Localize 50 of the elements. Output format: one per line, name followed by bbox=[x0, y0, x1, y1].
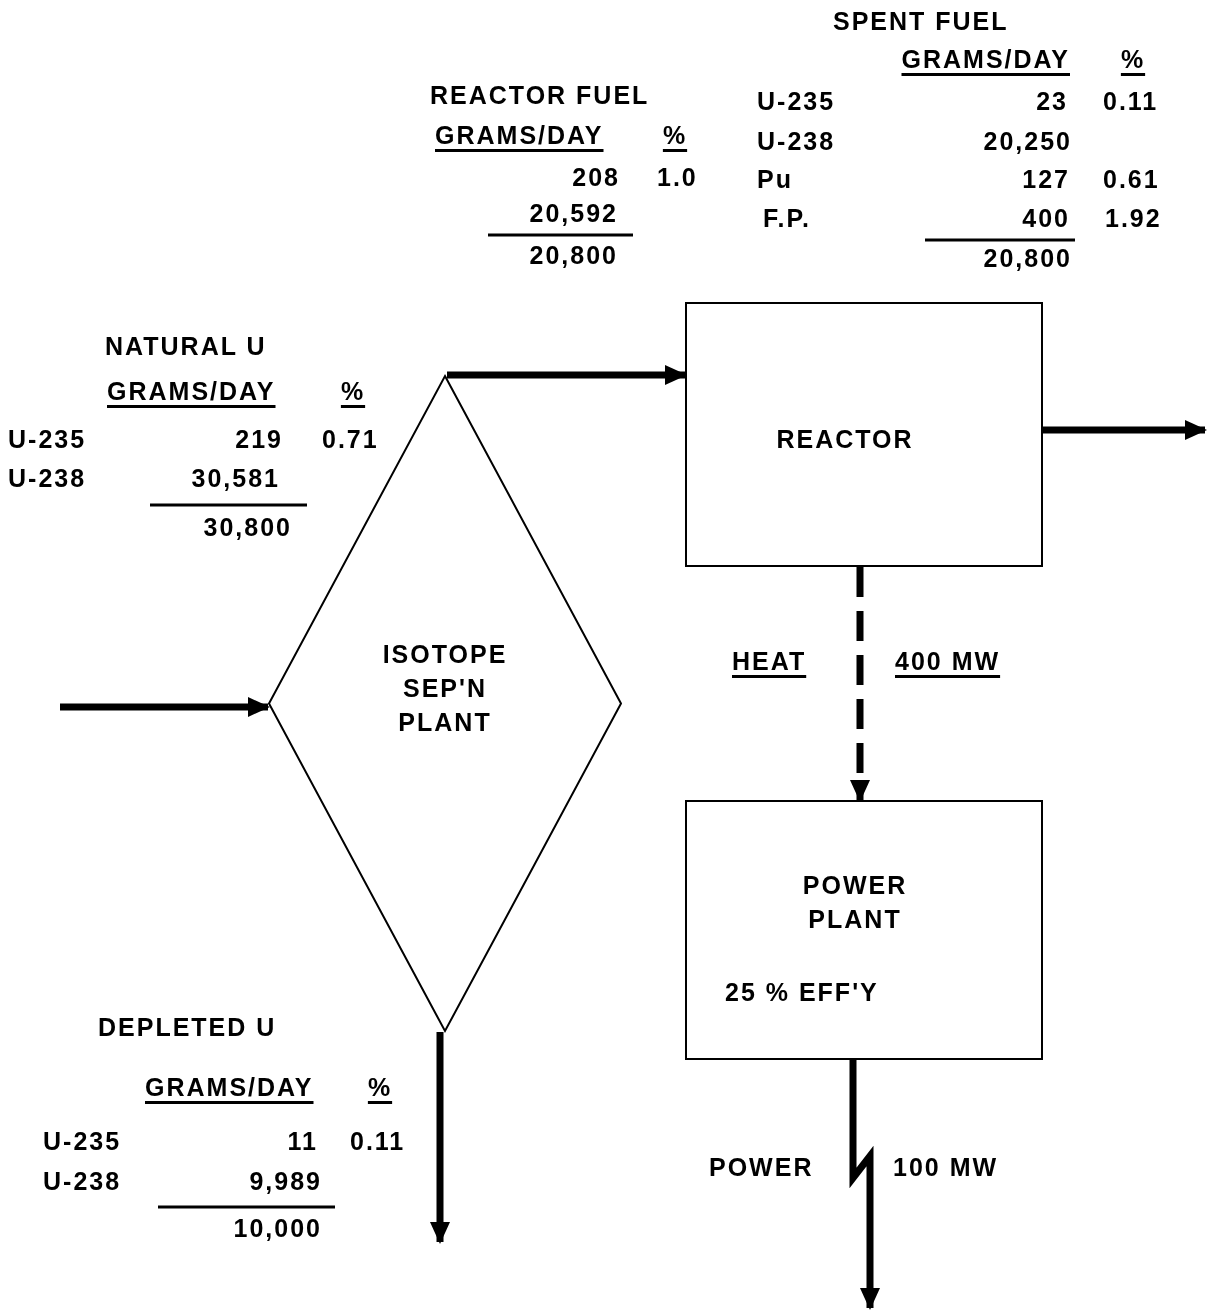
node-label: POWER PLANT bbox=[801, 870, 909, 935]
table-value: 20,250 bbox=[983, 126, 1072, 156]
table-value: 0.61 bbox=[1103, 164, 1160, 194]
table-value: 219 bbox=[235, 424, 283, 454]
table-value: 20,592 bbox=[529, 198, 618, 228]
row-label: U-235 bbox=[757, 86, 836, 116]
table-total: 10,000 bbox=[233, 1213, 322, 1243]
table-value: 0.71 bbox=[322, 424, 379, 454]
table-value: 30,581 bbox=[191, 463, 280, 493]
column-header: GRAMS/DAY bbox=[435, 120, 604, 150]
process-box bbox=[685, 800, 1043, 1060]
row-label: U-238 bbox=[757, 126, 836, 156]
column-header: GRAMS/DAY bbox=[145, 1072, 314, 1102]
row-label: Pu bbox=[757, 164, 793, 194]
table-heading: REACTOR FUEL bbox=[430, 80, 650, 110]
row-label: U-235 bbox=[43, 1126, 122, 1156]
row-label: F.P. bbox=[763, 203, 811, 233]
row-label: U-238 bbox=[8, 463, 87, 493]
table-total: 30,800 bbox=[203, 512, 292, 542]
node-label: ISOTOPE SEP'N PLANT bbox=[381, 639, 509, 738]
table-value: 1.0 bbox=[657, 162, 698, 192]
table-value: 0.11 bbox=[1103, 86, 1159, 116]
column-header: % bbox=[1120, 44, 1146, 74]
table-total: 20,800 bbox=[529, 240, 618, 270]
row-label: U-238 bbox=[43, 1166, 122, 1196]
table-value: 0.11 bbox=[350, 1126, 406, 1156]
table-total: 20,800 bbox=[983, 243, 1072, 273]
flow-label: HEAT bbox=[732, 646, 807, 676]
table-value: 400 bbox=[1022, 203, 1070, 233]
process-box bbox=[685, 302, 1043, 567]
table-value: 127 bbox=[1022, 164, 1070, 194]
table-heading: SPENT FUEL bbox=[833, 6, 1009, 36]
table-value: 1.92 bbox=[1105, 203, 1162, 233]
flow-label: 100 MW bbox=[893, 1152, 999, 1182]
column-header: % bbox=[367, 1072, 393, 1102]
node-label: 25 % EFF'Y bbox=[725, 977, 880, 1008]
table-heading: NATURAL U bbox=[105, 331, 267, 361]
column-header: GRAMS/DAY bbox=[107, 376, 276, 406]
node-label: REACTOR bbox=[775, 424, 915, 455]
flow-label: 400 MW bbox=[895, 646, 1001, 676]
row-label: U-235 bbox=[8, 424, 87, 454]
table-value: 208 bbox=[572, 162, 620, 192]
column-header: % bbox=[662, 120, 688, 150]
flow-label: POWER bbox=[709, 1152, 814, 1182]
column-header: GRAMS/DAY bbox=[901, 44, 1070, 74]
column-header: % bbox=[340, 376, 366, 406]
table-value: 23 bbox=[1036, 86, 1068, 116]
table-value: 9,989 bbox=[249, 1166, 322, 1196]
table-heading: DEPLETED U bbox=[98, 1012, 277, 1042]
table-value: 11 bbox=[287, 1126, 318, 1156]
